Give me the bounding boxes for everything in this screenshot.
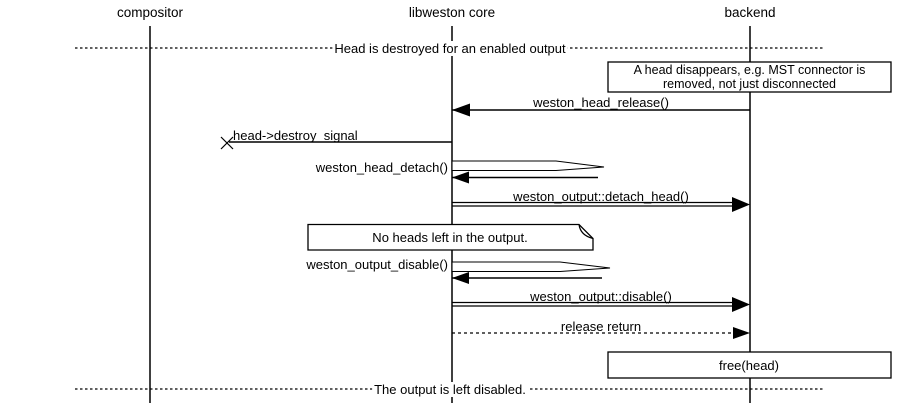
message-release-return-line	[452, 327, 750, 339]
message-disable-line	[452, 297, 750, 312]
message-output-disable-label: weston_output_disable()	[306, 257, 448, 272]
actor-label-compositor: compositor	[116, 5, 184, 20]
arrowhead-right-icon	[732, 197, 750, 212]
message-destroy-signal-label: head->destroy_signal	[233, 128, 358, 143]
arrowhead-left-icon	[452, 103, 470, 117]
self-call-spike-icon	[451, 261, 611, 273]
note-line: removed, not just disconnected	[662, 77, 837, 91]
message-detach-head-line	[452, 197, 750, 212]
message-detach-head-label: weston_output::detach_head()	[513, 189, 689, 204]
arrowhead-right-icon	[732, 297, 750, 312]
message-output-disable-self	[451, 261, 611, 284]
self-call-spike-icon	[451, 160, 605, 172]
note-fold-icon	[578, 224, 594, 240]
divider-top-label: Head is destroyed for an enabled output	[332, 41, 568, 56]
arrowhead-right-icon	[733, 327, 750, 339]
divider-bottom-label: The output is left disabled.	[372, 382, 528, 397]
message-head-release-label: weston_head_release()	[533, 95, 669, 110]
actor-label-backend: backend	[724, 5, 776, 20]
actor-label-libweston-core: libweston core	[408, 5, 496, 20]
note-free-head-box	[607, 351, 892, 379]
note-no-heads-left-text: No heads left in the output.	[372, 230, 528, 245]
message-release-return-label: release return	[560, 319, 642, 334]
note-free-head-text: free(head)	[719, 358, 779, 373]
message-disable-label: weston_output::disable()	[530, 289, 672, 304]
note-line: A head disappears, e.g. MST connector is	[633, 63, 866, 77]
message-head-detach-label: weston_head_detach()	[315, 160, 448, 175]
message-destroy-signal-line	[220, 136, 452, 150]
arrowhead-left-icon	[452, 171, 469, 184]
note-head-disappears-box	[607, 61, 892, 93]
note-head-disappears-text: A head disappears, e.g. MST connector is…	[608, 63, 891, 91]
message-head-release-line	[452, 103, 750, 117]
arrowhead-left-icon	[452, 272, 469, 284]
note-no-heads-left-box	[307, 223, 594, 251]
message-head-detach-self	[451, 160, 605, 184]
lost-message-cross-icon	[220, 136, 234, 150]
